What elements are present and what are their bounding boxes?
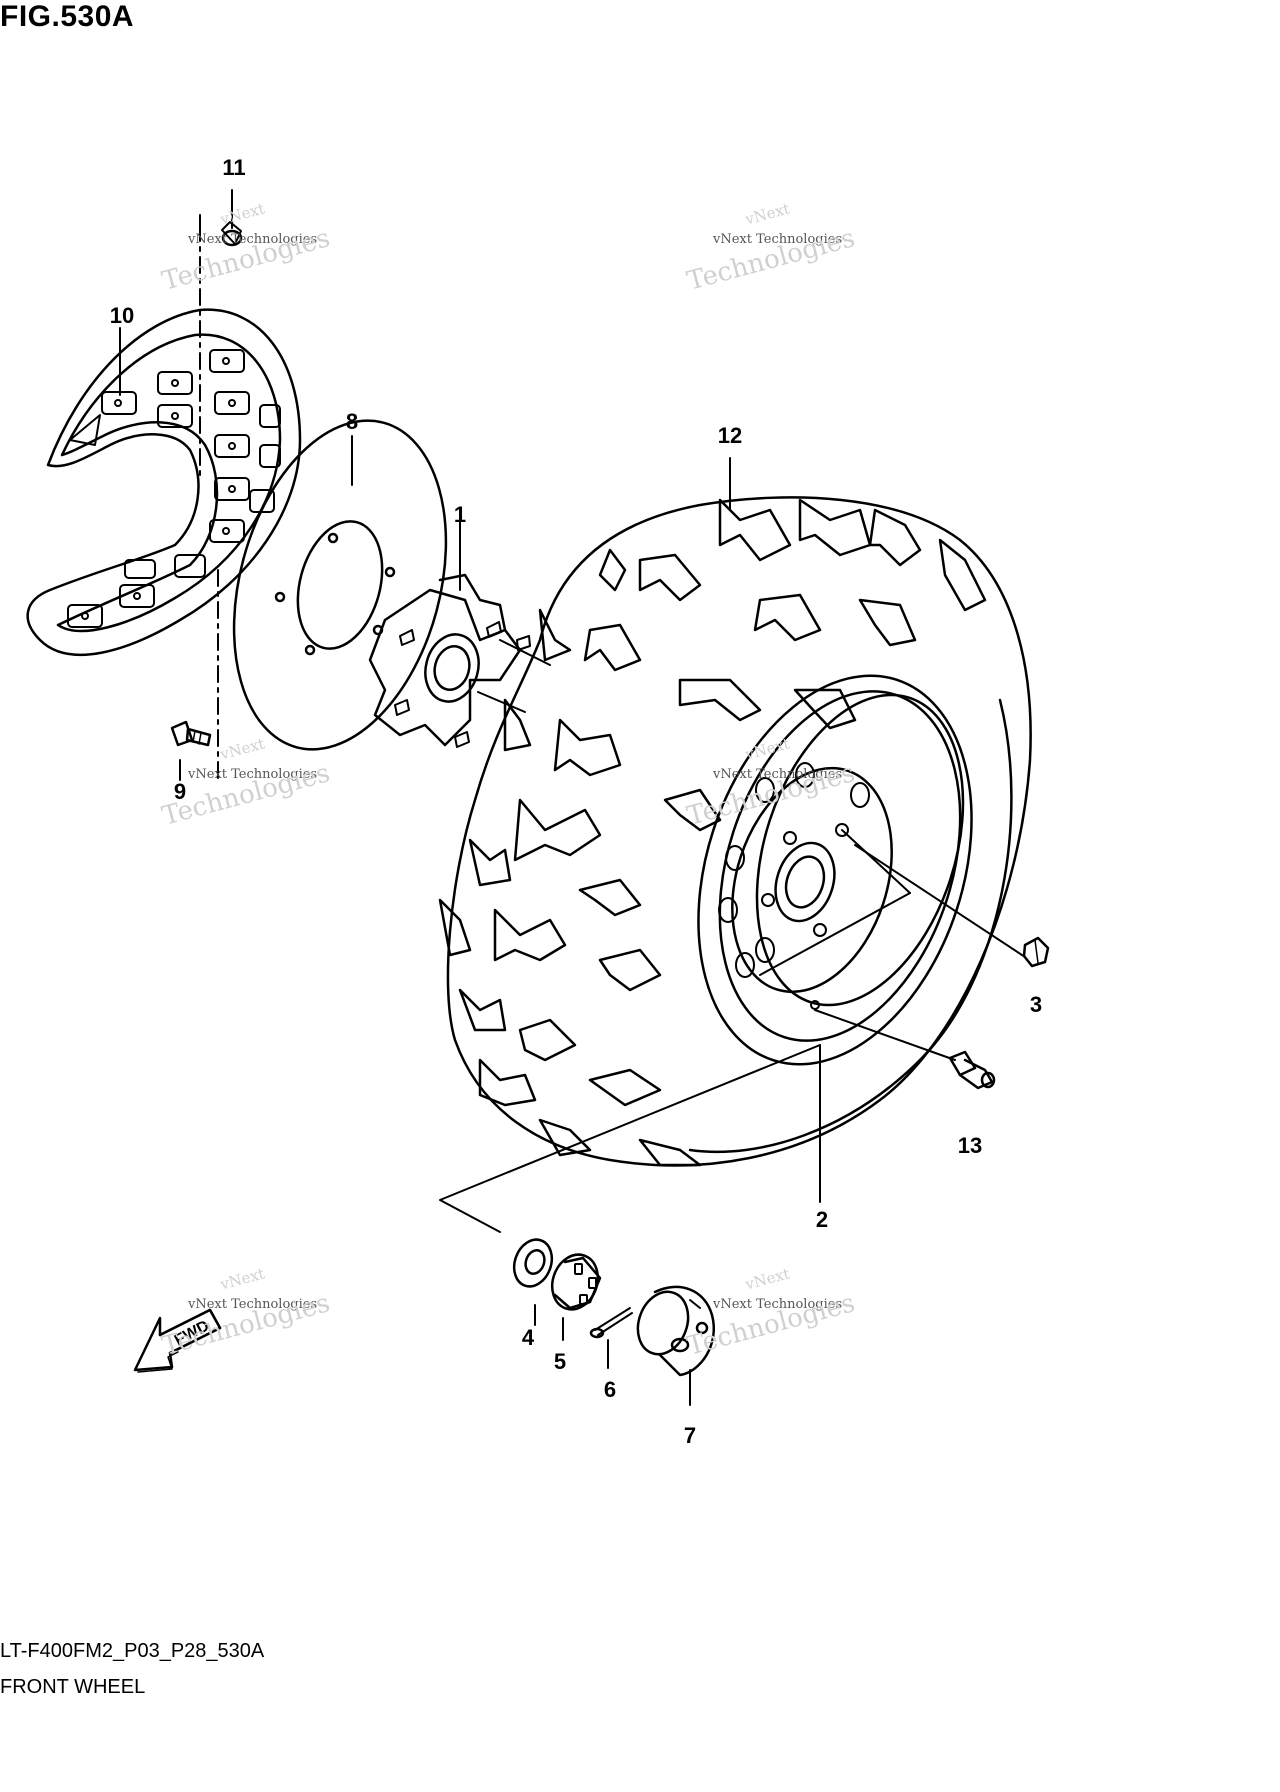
bolt-part-11	[221, 221, 243, 247]
wheel-hub-part	[368, 573, 551, 748]
brake-disc-part	[232, 419, 448, 751]
hub-cap-part	[636, 1285, 715, 1377]
wheel-nut-part	[1022, 936, 1050, 968]
callout-8: 8	[345, 409, 359, 434]
washer-part	[512, 1238, 554, 1288]
wheel-rim-part	[697, 674, 973, 1066]
bolt-part-9	[170, 720, 212, 747]
callout-2: 2	[815, 1207, 829, 1232]
forward-direction-arrow: FWD	[133, 1308, 222, 1373]
callout-4: 4	[521, 1325, 535, 1350]
callout-12: 12	[717, 423, 743, 448]
callout-5: 5	[553, 1349, 567, 1374]
figure-title: FIG.530A	[0, 0, 135, 33]
assembly-centerlines	[199, 214, 219, 781]
cotter-pin-part	[589, 1307, 633, 1339]
callout-10: 10	[109, 303, 135, 328]
valve-part	[948, 1050, 996, 1090]
figure-name: FRONT WHEEL	[0, 1676, 146, 1698]
castle-nut-part	[550, 1253, 602, 1311]
callout-11: 11	[222, 155, 246, 180]
disc-guard-part	[26, 308, 302, 656]
figure-code: LT-F400FM2_P03_P28_530A	[0, 1640, 265, 1662]
callout-6: 6	[603, 1377, 617, 1402]
callout-13: 13	[957, 1133, 983, 1158]
callout-9: 9	[173, 779, 187, 804]
callout-3: 3	[1029, 992, 1043, 1017]
leader-lines	[119, 189, 1026, 1406]
callout-7: 7	[683, 1423, 697, 1448]
callout-1: 1	[453, 502, 467, 527]
tire-part	[438, 496, 1032, 1167]
